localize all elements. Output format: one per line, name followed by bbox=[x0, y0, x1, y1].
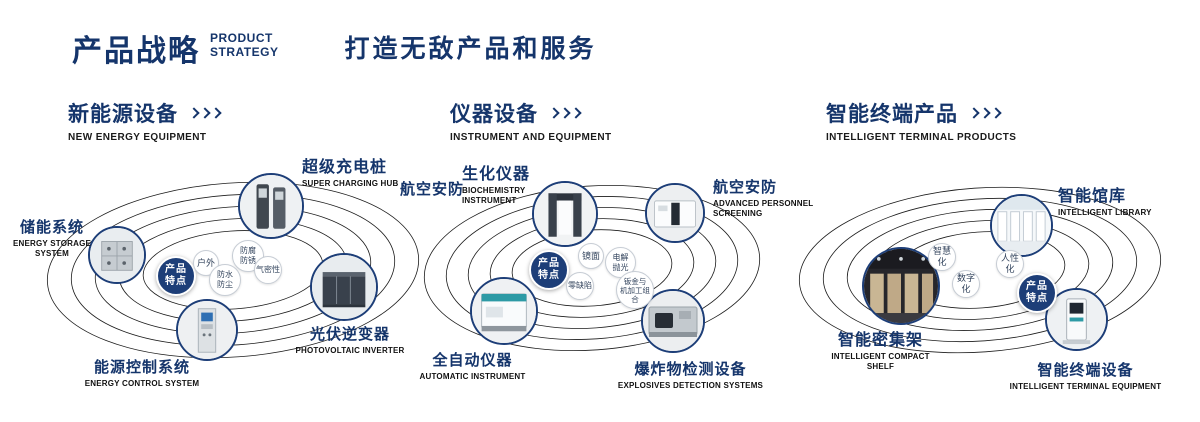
header: 产品战略 PRODUCT STRATEGY 打造无敌产品和服务 bbox=[72, 26, 596, 70]
feature-bubble: 人性化 bbox=[996, 250, 1024, 278]
triple-chevron-icon bbox=[188, 107, 222, 119]
intelligent-library-photo bbox=[990, 194, 1053, 257]
energy-storage-photo bbox=[88, 226, 146, 284]
product-label-energy-storage: 储能系统 ENERGY STORAGE SYSTEM bbox=[12, 219, 92, 259]
section-header-energy: 新能源设备 NEW ENERGY EQUIPMENT bbox=[68, 98, 222, 143]
page-title: 产品战略 bbox=[72, 35, 200, 68]
section-subtitle-terminal: INTELLIGENT TERMINAL PRODUCTS bbox=[826, 132, 1017, 143]
feature-bubble: 防水 防尘 bbox=[209, 264, 241, 296]
product-label-automatic-instrument: 全自动仪器 AUTOMATIC INSTRUMENT bbox=[419, 352, 526, 381]
product-label-photovoltaic-inverter: 光伏逆变器 PHOTOVOLTAIC INVERTER bbox=[295, 326, 405, 355]
section-header-instrument: 仪器设备 INSTRUMENT AND EQUIPMENT bbox=[450, 98, 611, 143]
feature-bubble: 零缺陷 bbox=[566, 272, 594, 300]
triple-chevron-icon bbox=[968, 107, 1002, 119]
product-features-badge: 产品 特点 bbox=[529, 250, 569, 290]
section-title-terminal: 智能终端产品 bbox=[826, 103, 958, 126]
explosives-detection-photo bbox=[641, 289, 705, 353]
product-label-intelligent-library: 智能馆库 INTELLIGENT LIBRARY bbox=[1058, 188, 1152, 217]
product-label-intelligent-terminal: 智能终端设备 INTELLIGENT TERMINAL EQUIPMENT bbox=[1009, 362, 1162, 391]
section-header-terminal: 智能终端产品 INTELLIGENT TERMINAL PRODUCTS bbox=[826, 98, 1016, 143]
product-label-super-charging-hub: 超级充电桩 SUPER CHARGING HUB bbox=[302, 159, 399, 188]
section-subtitle-energy: NEW ENERGY EQUIPMENT bbox=[68, 132, 207, 143]
feature-bubble: 镜面 bbox=[578, 243, 604, 269]
super-charging-hub-photo bbox=[238, 173, 304, 239]
product-label-aviation-security: 航空安防 bbox=[400, 181, 465, 198]
feature-bubble: 气密性 bbox=[254, 256, 282, 284]
page-title-en: PRODUCT STRATEGY bbox=[210, 31, 279, 59]
section-title-energy: 新能源设备 bbox=[68, 103, 178, 126]
product-label-energy-control-system: 能源控制系统 ENERGY CONTROL SYSTEM bbox=[84, 359, 200, 388]
page-slogan: 打造无敌产品和服务 bbox=[344, 35, 597, 63]
section-subtitle-instrument: INSTRUMENT AND EQUIPMENT bbox=[450, 132, 612, 143]
product-features-badge: 产品 特点 bbox=[1017, 273, 1057, 313]
product-label-explosives-detection: 爆炸物检测设备 EXPLOSIVES DETECTION SYSTEMS bbox=[617, 361, 764, 390]
section-title-instrument: 仪器设备 bbox=[450, 103, 538, 126]
feature-bubble: 数字化 bbox=[952, 270, 980, 298]
triple-chevron-icon bbox=[548, 107, 582, 119]
product-label-personnel-screening: 航空安防 ADVANCED PERSONNEL SCREENING bbox=[713, 179, 814, 219]
intelligent-compact-shelf-photo bbox=[862, 247, 940, 325]
photovoltaic-inverter-photo bbox=[310, 253, 378, 321]
feature-bubble: 智慧化 bbox=[928, 243, 956, 271]
security-gate-photo bbox=[532, 181, 598, 247]
feature-bubble: 钣金与 机加工组合 bbox=[616, 271, 654, 309]
automatic-instrument-photo bbox=[470, 277, 538, 345]
product-label-intelligent-compact-shelf: 智能密集架 INTELLIGENT COMPACT SHELF bbox=[831, 332, 930, 372]
energy-control-system-photo bbox=[176, 299, 238, 361]
product-features-badge: 产品 特点 bbox=[156, 256, 196, 296]
product-label-biochemistry-instrument: 生化仪器 BIOCHEMISTRY INSTRUMENT bbox=[462, 166, 531, 206]
personnel-screening-photo bbox=[645, 183, 705, 243]
